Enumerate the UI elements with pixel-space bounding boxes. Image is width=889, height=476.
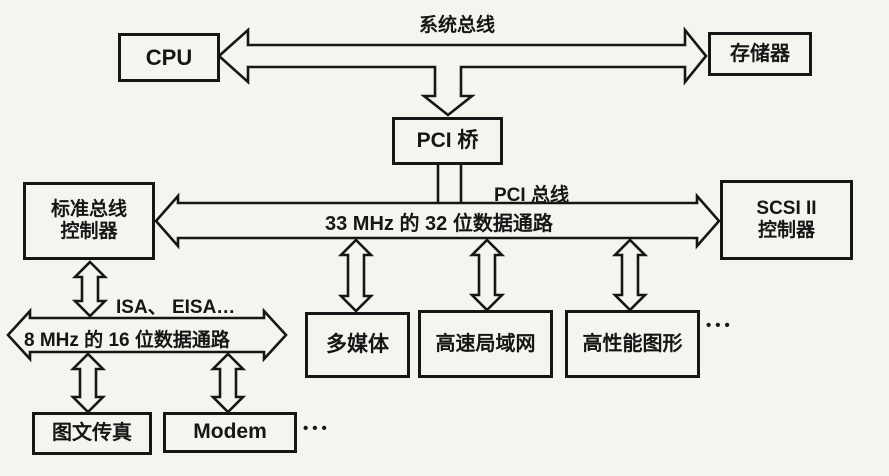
- pci-graphics-arrow: [611, 238, 649, 312]
- pci-bridge-box: PCI 桥: [392, 117, 503, 165]
- std-bus-controller-label-line2: 控制器: [60, 221, 118, 242]
- cpu-box: CPU: [118, 33, 220, 82]
- system-bus-label: 系统总线: [419, 15, 496, 36]
- cpu-label: CPU: [145, 44, 193, 70]
- isa-fax-arrow: [69, 352, 107, 414]
- more-pci-devices-ellipsis: •••: [706, 317, 734, 334]
- isa-datapath-label: 8 MHz 的 16 位数据通路: [24, 330, 230, 351]
- scsi-controller-label-line1: SCSI II: [756, 198, 817, 220]
- scsi-controller-box: SCSI II 控制器: [720, 180, 853, 260]
- fax-label: 图文传真: [52, 422, 132, 444]
- pci-bus-arrow: [154, 192, 721, 250]
- lan-box: 高速局域网: [418, 310, 553, 378]
- pci-multimedia-arrow: [337, 238, 375, 313]
- modem-label: Modem: [193, 420, 267, 444]
- lan-label: 高速局域网: [435, 332, 536, 355]
- std-bus-controller-box: 标准总线 控制器: [23, 182, 155, 260]
- scsi-controller-label-line2: 控制器: [757, 220, 815, 241]
- memory-label: 存储器: [730, 42, 790, 65]
- multimedia-box: 多媒体: [305, 312, 410, 378]
- fax-box: 图文传真: [32, 412, 152, 455]
- pci-datapath-label: 33 MHz 的 32 位数据通路: [325, 213, 553, 235]
- graphics-label: 高性能图形: [582, 332, 683, 355]
- multimedia-label: 多媒体: [326, 332, 389, 356]
- pci-bridge-label: PCI 桥: [416, 128, 479, 152]
- controller-isa-arrow: [71, 260, 109, 318]
- isa-modem-arrow: [209, 352, 247, 414]
- isa-bus-arrow: [6, 307, 288, 363]
- more-isa-devices-ellipsis: •••: [303, 420, 331, 437]
- pci-lan-arrow: [468, 238, 506, 312]
- memory-box: 存储器: [708, 32, 812, 76]
- pci-bus-label: PCI 总线: [494, 185, 569, 206]
- graphics-box: 高性能图形: [565, 310, 700, 378]
- isa-eisa-label: ISA、 EISA…: [116, 297, 236, 318]
- modem-box: Modem: [163, 412, 297, 453]
- std-bus-controller-label-line1: 标准总线: [50, 199, 127, 221]
- system-bus-arrow: [217, 26, 708, 117]
